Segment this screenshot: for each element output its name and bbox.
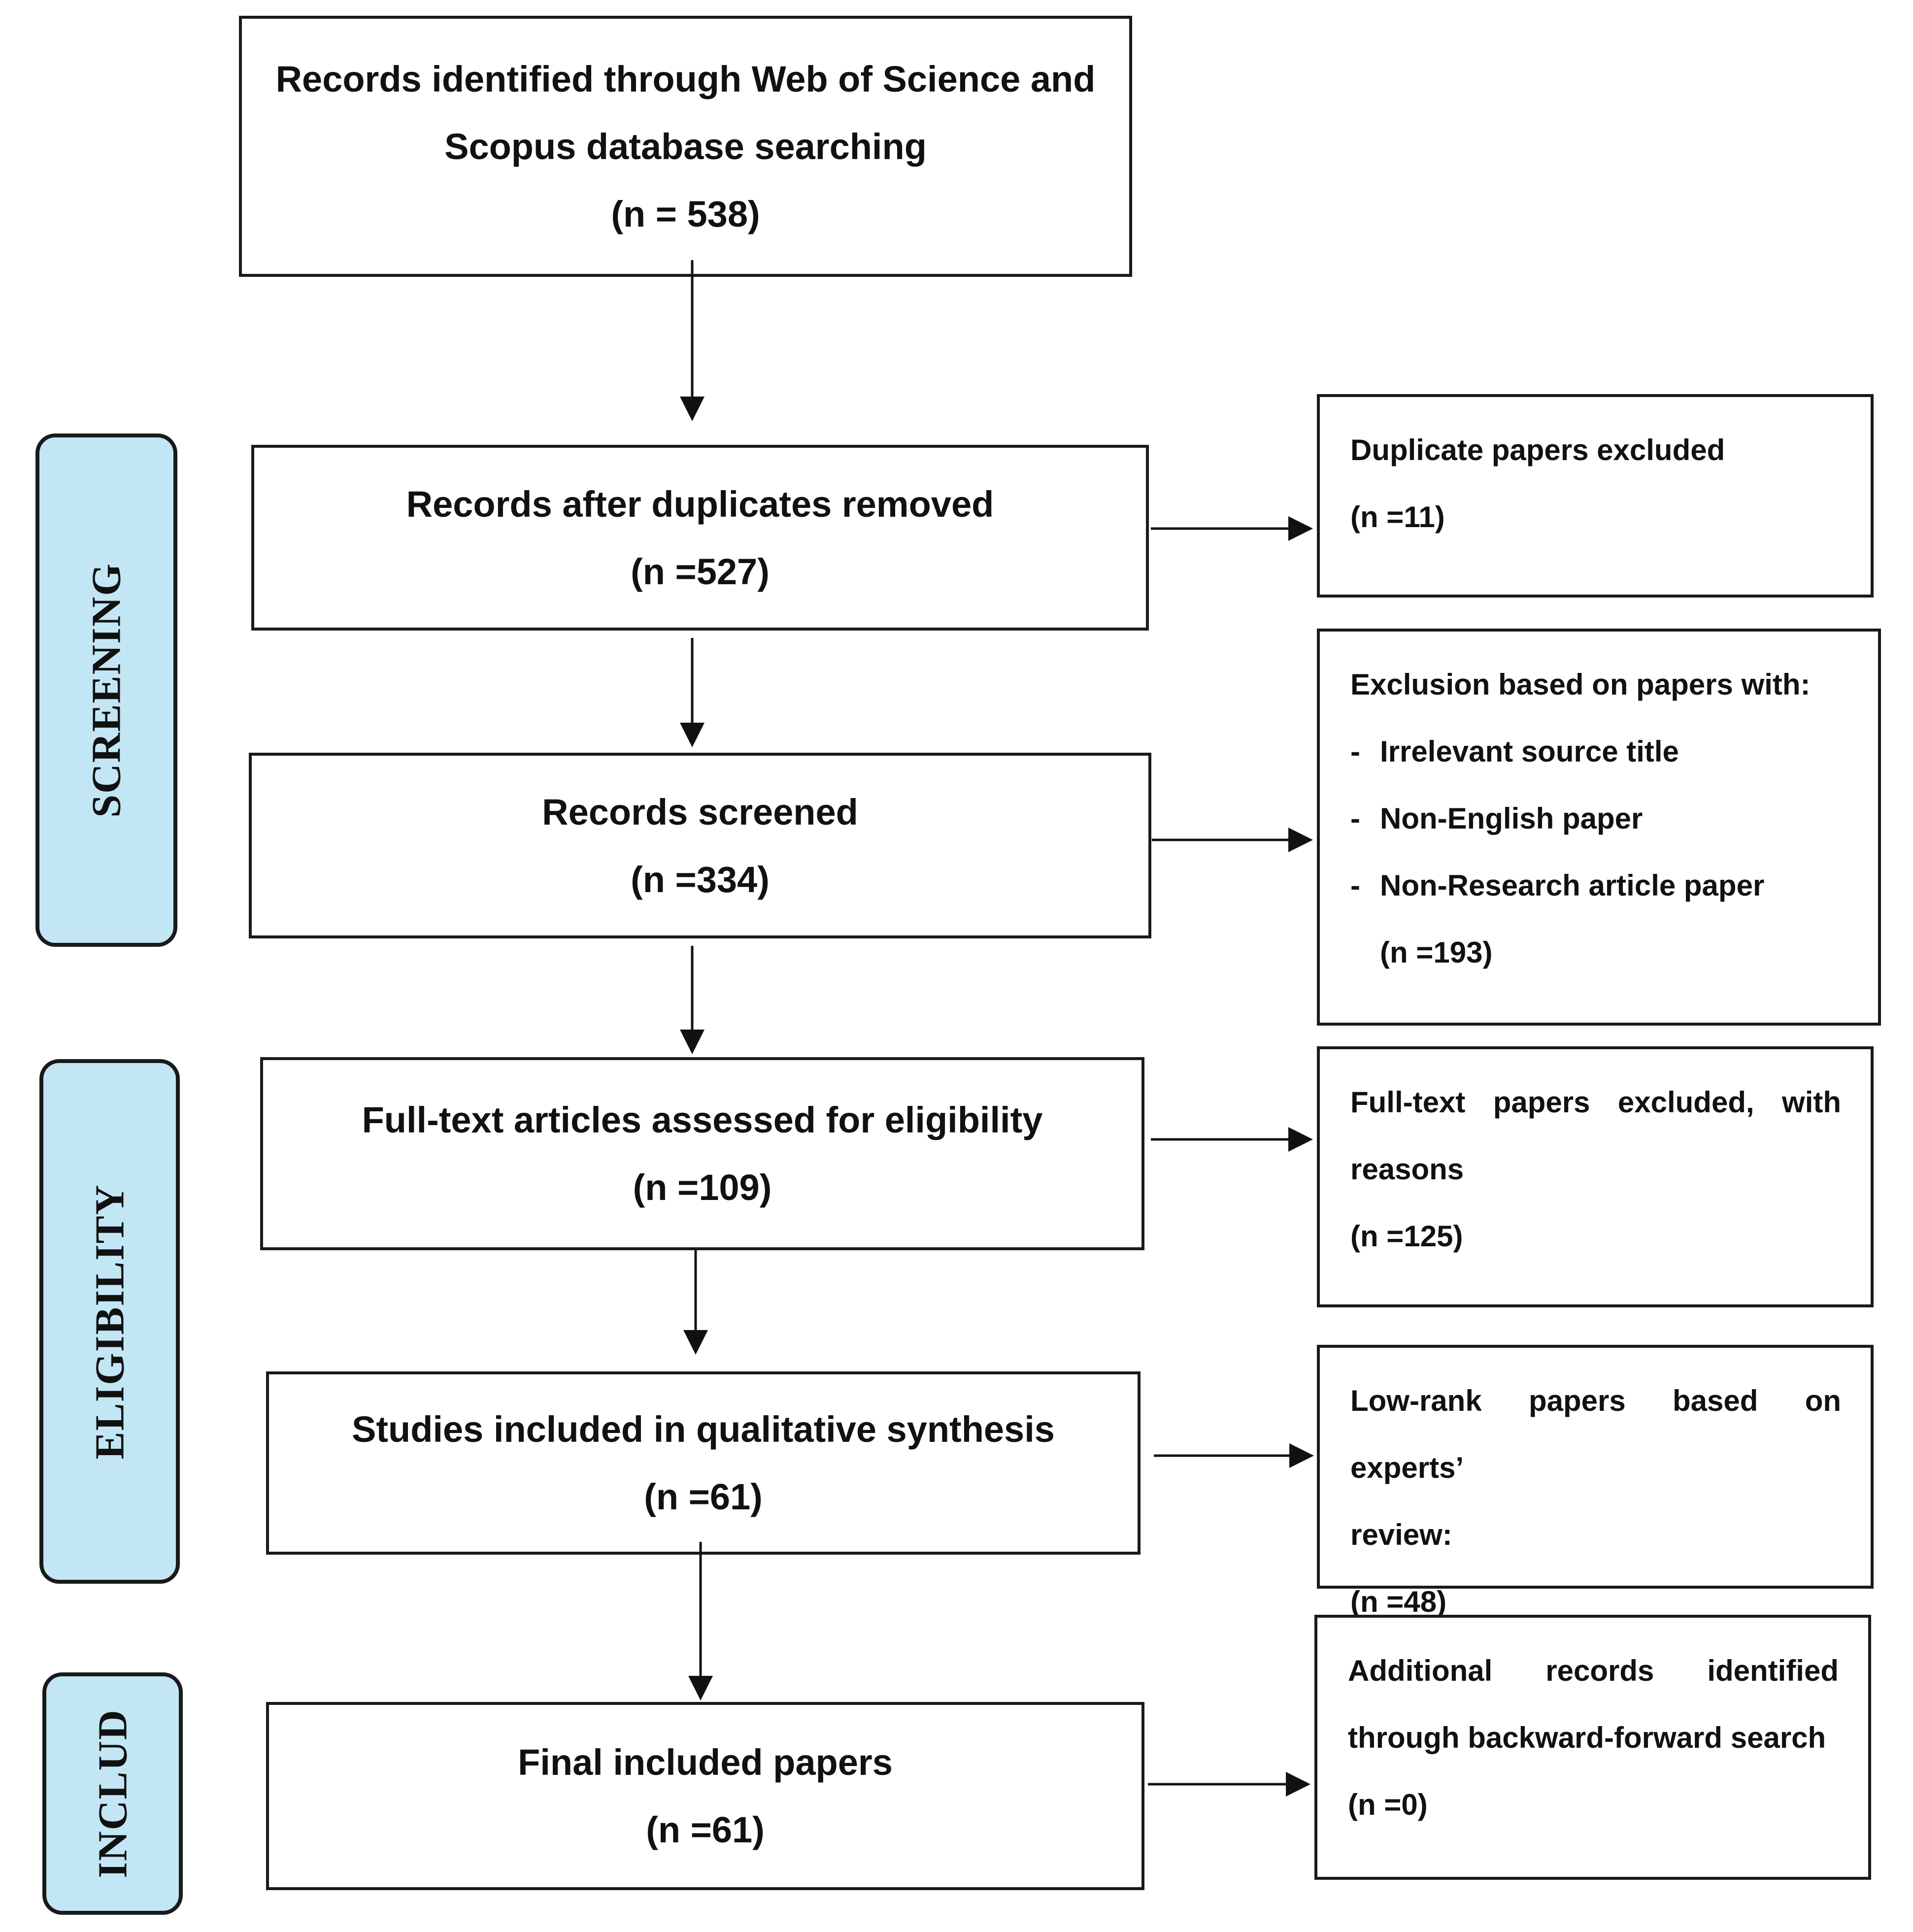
identification-count: (n = 538) [611, 193, 760, 234]
screening-exclusion-count: (n =193) [1380, 936, 1493, 969]
low-rank-text-line1: Low-rank papers based on experts’ [1350, 1384, 1841, 1484]
exclusion-reason-item: -Non-English paper [1350, 785, 1848, 852]
full-text-label: Full-text articles assessed for eligibil… [362, 1099, 1043, 1140]
duplicates-removed-label: Records after duplicates removed [406, 483, 994, 525]
additional-records-count: (n =0) [1348, 1788, 1428, 1821]
additional-records-text-line2: through backward-forward search [1348, 1721, 1826, 1754]
exclusion-reason-text: Non-Research article paper [1380, 869, 1765, 902]
qualitative-box: Studies included in qualitative synthesi… [266, 1371, 1141, 1555]
final-count: (n =61) [646, 1809, 765, 1850]
low-rank-text-line2: review: [1350, 1518, 1452, 1551]
low-rank-count: (n =48) [1350, 1585, 1447, 1618]
qualitative-count: (n =61) [644, 1476, 763, 1517]
qualitative-label: Studies included in qualitative synthesi… [352, 1409, 1055, 1450]
low-rank-box: Low-rank papers based on experts’ review… [1317, 1345, 1874, 1618]
duplicates-excluded-text: Duplicate papers excluded [1350, 433, 1725, 466]
phase-included: INCLUD [42, 1672, 183, 1915]
screened-count: (n =334) [631, 859, 770, 900]
full-text-excluded-count: (n =125) [1350, 1220, 1463, 1253]
bullet-dash: - [1350, 869, 1360, 902]
full-text-excluded-box: Full-text papers excluded, with reasons … [1317, 1046, 1874, 1307]
screening-exclusion-box: Exclusion based on papers with: -Irrelev… [1317, 629, 1881, 1026]
final-label: Final included papers [518, 1742, 893, 1783]
duplicates-excluded-box: Duplicate papers excluded (n =11) [1317, 394, 1874, 598]
full-text-box: Full-text articles assessed for eligibil… [260, 1057, 1144, 1250]
final-box: Final included papers (n =61) [266, 1702, 1144, 1890]
screened-label: Records screened [542, 791, 858, 833]
duplicates-excluded-count: (n =11) [1350, 500, 1445, 533]
full-text-excluded-text-line1: Full-text papers excluded, with [1350, 1086, 1841, 1119]
identification-text-line1: Records identified through Web of Scienc… [275, 58, 1096, 100]
identification-text-line2: Scopus database searching [444, 126, 927, 167]
phase-screening: SCREENING [35, 433, 177, 947]
full-text-count: (n =109) [633, 1167, 772, 1208]
additional-records-box: Additional records identified through ba… [1314, 1615, 1871, 1880]
duplicates-removed-count: (n =527) [631, 551, 770, 592]
phase-eligibility: ELIGIBILITY [39, 1059, 180, 1584]
full-text-excluded-text-line2: reasons [1350, 1153, 1464, 1186]
exclusion-reason-text: Non-English paper [1380, 802, 1643, 835]
screened-box: Records screened (n =334) [249, 753, 1151, 938]
bullet-dash: - [1350, 802, 1360, 835]
exclusion-reason-item: -Irrelevant source title [1350, 718, 1848, 785]
screening-exclusion-heading: Exclusion based on papers with: [1350, 668, 1811, 701]
identification-box: Records identified through Web of Scienc… [239, 16, 1132, 277]
exclusion-reason-item: -Non-Research article paper [1350, 852, 1848, 919]
additional-records-text-line1: Additional records identified [1348, 1654, 1839, 1687]
exclusion-reason-text: Irrelevant source title [1380, 735, 1679, 768]
duplicates-removed-box: Records after duplicates removed (n =527… [251, 445, 1149, 631]
bullet-dash: - [1350, 735, 1360, 768]
